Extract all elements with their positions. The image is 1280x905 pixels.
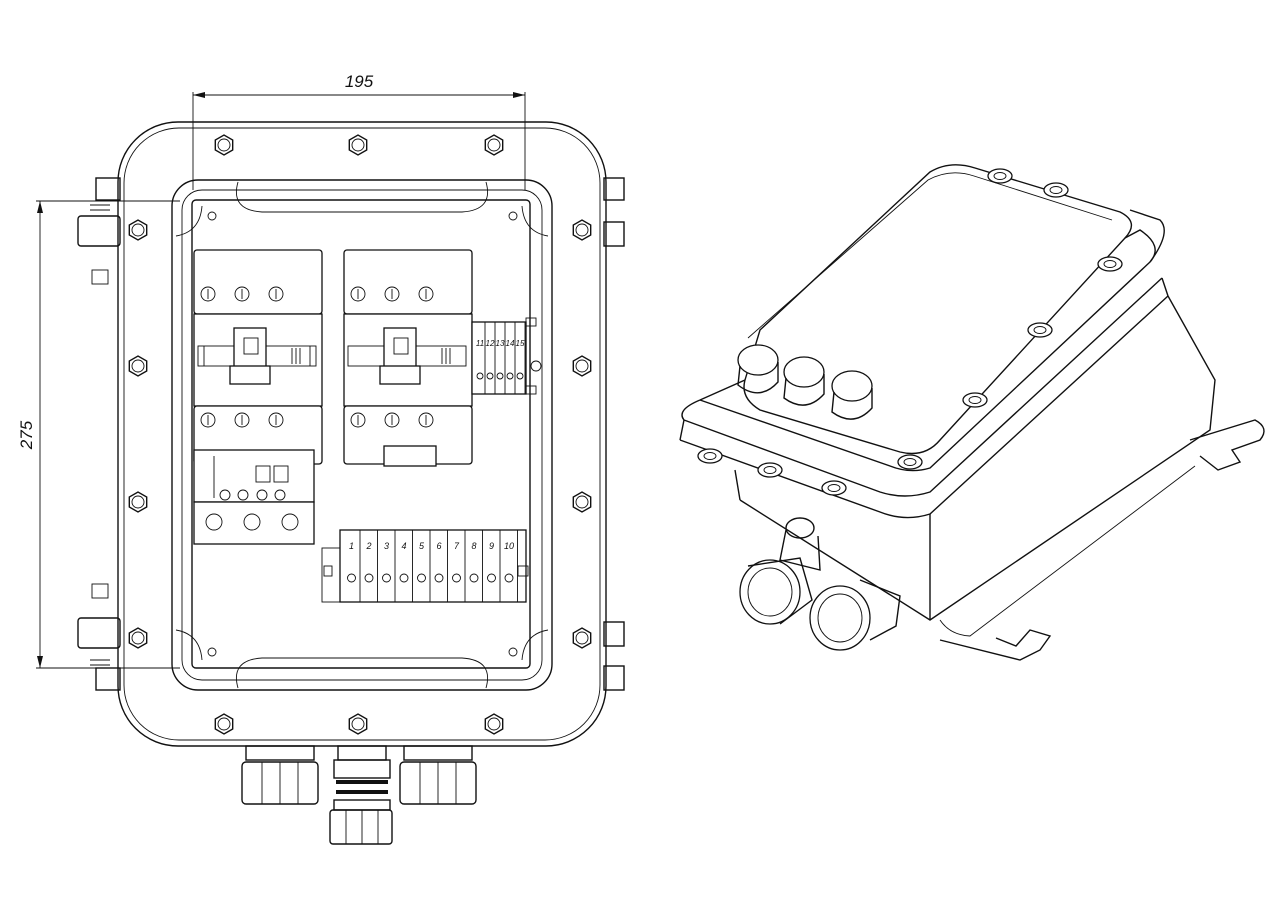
screw-terminal: [200, 412, 216, 428]
hex-bolt-icon: [484, 134, 504, 156]
thermal-overload-relay: [193, 449, 315, 545]
terminal-label: 7: [454, 541, 460, 551]
screw-terminal: [418, 286, 434, 302]
height-dimension-label: 275: [17, 420, 36, 450]
terminal-label: 8: [471, 541, 476, 551]
screw-terminal: [268, 412, 284, 428]
cover-bolts: [128, 134, 592, 735]
terminal-label: 11: [476, 339, 484, 348]
hex-bolt-icon: [897, 454, 923, 470]
contactor-right: [343, 249, 473, 467]
pushbuttons: [737, 344, 873, 420]
width-dimension-label: 195: [345, 72, 374, 91]
screw-terminal: [234, 412, 250, 428]
hex-bolt-icon: [214, 713, 234, 735]
terminal-label: 4: [401, 541, 406, 551]
hex-bolt-icon: [128, 491, 148, 513]
front-view: 195 275: [17, 72, 625, 845]
cable-glands-iso: [739, 517, 901, 651]
hex-bolt-icon: [1097, 256, 1123, 272]
terminal-label: 9: [489, 541, 494, 551]
screw-terminal: [200, 286, 216, 302]
terminal-label: 15: [516, 339, 525, 348]
terminal-strip-lower: 1 2 3 4 5 6 7 8 9 10: [321, 529, 529, 603]
hex-bolt-icon: [484, 713, 504, 735]
hex-bolt-icon: [757, 462, 783, 478]
width-dimension: 195: [192, 72, 526, 190]
terminal-label: 3: [384, 541, 389, 551]
hex-bolt-icon: [572, 355, 592, 377]
cable-glands-front: [241, 745, 477, 845]
screw-terminal: [234, 286, 250, 302]
terminal-label: 1: [349, 541, 354, 551]
contactor-screw-terminals: [200, 286, 434, 428]
terminal-label: 6: [436, 541, 441, 551]
mounting-brackets: [77, 177, 625, 691]
hex-bolt-icon: [987, 168, 1013, 184]
hex-bolt-icon: [572, 627, 592, 649]
screw-terminal: [418, 412, 434, 428]
screw-terminal: [268, 286, 284, 302]
hex-bolt-icon: [962, 392, 988, 408]
screw-terminal: [384, 412, 400, 428]
terminal-label: 2: [365, 541, 371, 551]
hex-bolt-icon: [572, 491, 592, 513]
terminal-label: 10: [504, 541, 514, 551]
hex-bolt-icon: [572, 219, 592, 241]
hex-bolt-icon: [697, 448, 723, 464]
terminal-label: 5: [419, 541, 425, 551]
hex-bolt-icon: [1027, 322, 1053, 338]
hex-bolt-icon: [821, 480, 847, 496]
contactor-left: [193, 249, 323, 465]
mounting-plate: [191, 199, 531, 669]
terminal-label: 14: [506, 339, 515, 348]
isometric-view: [679, 164, 1265, 661]
hex-bolt-icon: [348, 134, 368, 156]
screw-terminal: [350, 412, 366, 428]
screw-terminal: [350, 286, 366, 302]
hex-bolt-icon: [214, 134, 234, 156]
hex-bolt-icon: [1043, 182, 1069, 198]
hex-bolt-icon: [128, 627, 148, 649]
lid-top: [743, 164, 1133, 455]
hex-bolt-icon: [348, 713, 368, 735]
lid-bolts: [697, 168, 1123, 496]
hex-bolt-icon: [128, 219, 148, 241]
hex-bolt-icon: [128, 355, 148, 377]
terminal-label: 13: [496, 339, 505, 348]
screw-terminal: [384, 286, 400, 302]
terminal-label: 12: [486, 339, 495, 348]
